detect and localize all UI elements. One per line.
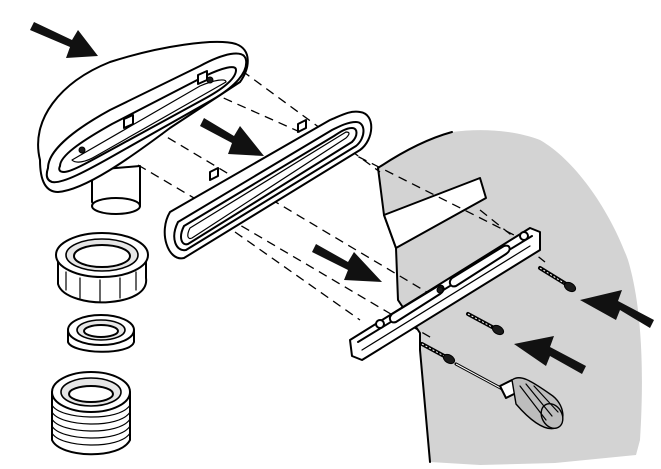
mounting-screws — [420, 266, 577, 365]
screw-3 — [420, 342, 456, 365]
screwdriver — [454, 362, 564, 430]
tailpiece-adapter — [51, 371, 131, 456]
arrow-gasket — [200, 118, 264, 156]
wall-panel — [377, 130, 642, 465]
arrows — [30, 22, 654, 374]
screw-1 — [538, 266, 577, 293]
mounting-bracket — [349, 227, 541, 361]
slip-nut — [55, 232, 149, 304]
washer — [67, 314, 135, 353]
arrow-hood — [30, 22, 98, 58]
vent-hood — [37, 41, 249, 215]
gasket — [163, 110, 373, 260]
arrow-bracket — [312, 244, 382, 282]
screw-2 — [466, 312, 505, 336]
arrow-right-lower — [514, 336, 586, 374]
arrow-right-upper — [580, 290, 654, 328]
